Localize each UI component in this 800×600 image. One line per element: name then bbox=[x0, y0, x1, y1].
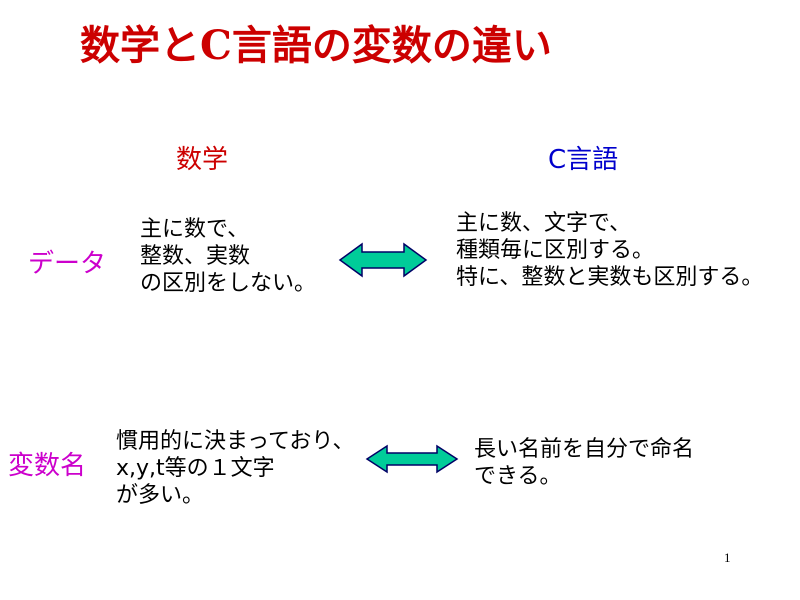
column-header-c: C言語 bbox=[548, 145, 619, 175]
row-varname-math-line: x,y,t等の１文字 bbox=[116, 456, 275, 481]
row-data-math-line: の区別をしない。 bbox=[140, 271, 317, 296]
row-label-variable-name: 変数名 bbox=[8, 451, 87, 481]
double-arrow-icon bbox=[365, 444, 459, 474]
row-label-data: データ bbox=[28, 249, 107, 279]
row-varname-math-line: が多い。 bbox=[116, 483, 205, 508]
row-data-math-line: 主に数で、 bbox=[140, 217, 250, 242]
slide-title: 数学とC言語の変数の違い bbox=[80, 22, 552, 69]
row-varname-c-line: できる。 bbox=[474, 464, 562, 489]
row-data-c-line: 種類毎に区別する。 bbox=[456, 238, 655, 263]
row-data-c-line: 主に数、文字で、 bbox=[456, 211, 632, 236]
row-varname-c-text: 長い名前を自分で命名 できる。 bbox=[474, 436, 694, 490]
row-varname-math-text: 慣用的に決まっており、 x,y,t等の１文字 が多い。 bbox=[116, 428, 354, 509]
row-varname-c-line: 長い名前を自分で命名 bbox=[474, 437, 695, 462]
row-data-math-line: 整数、実数 bbox=[140, 244, 251, 269]
row-data-c-line: 特に、整数と実数も区別する。 bbox=[456, 265, 764, 290]
row-data-math-text: 主に数で、 整数、実数 の区別をしない。 bbox=[140, 216, 316, 297]
row-varname-math-line: 慣用的に決まっており、 bbox=[116, 429, 355, 454]
double-arrow-icon bbox=[338, 242, 428, 278]
column-header-math: 数学 bbox=[176, 145, 229, 175]
slide-number: 1 bbox=[724, 550, 731, 565]
row-data-c-text: 主に数、文字で、 種類毎に区別する。 特に、整数と実数も区別する。 bbox=[456, 210, 763, 291]
